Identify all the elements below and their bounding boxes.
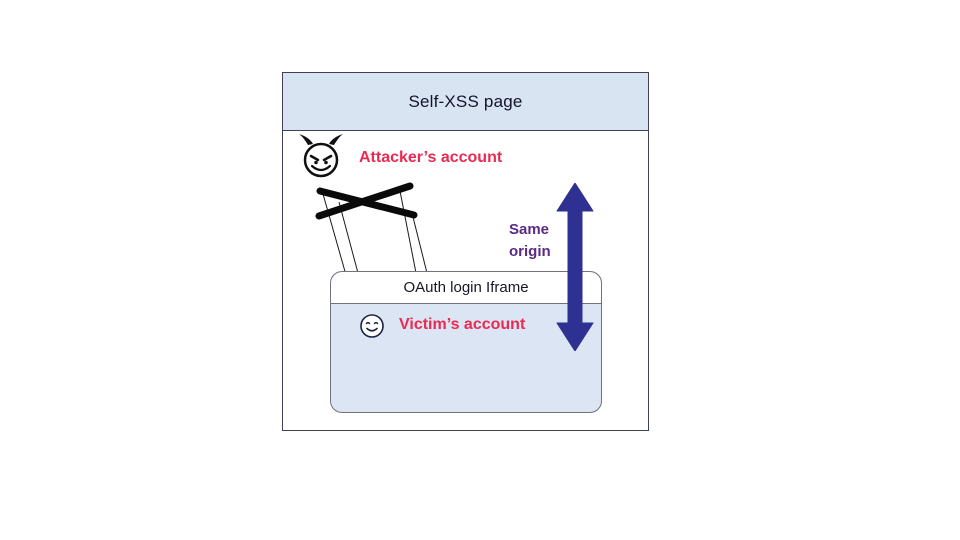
oauth-iframe-body: Victim’s account xyxy=(331,304,601,412)
page-title-bar: Self-XSS page xyxy=(283,73,648,131)
oauth-iframe-title: OAuth login Iframe xyxy=(403,279,529,296)
double-arrow-icon xyxy=(556,183,594,351)
devil-icon xyxy=(299,134,343,178)
marionette-strings-icon xyxy=(315,182,431,286)
victim-account-label: Victim’s account xyxy=(399,316,526,333)
smiley-icon xyxy=(360,314,384,338)
oauth-iframe-box: OAuth login Iframe Victim’s account xyxy=(330,271,602,413)
oauth-iframe-title-bar: OAuth login Iframe xyxy=(331,272,601,304)
same-origin-label: Same origin xyxy=(509,221,551,260)
page-title: Self-XSS page xyxy=(408,91,523,111)
attacker-account-label: Attacker’s account xyxy=(359,149,503,166)
